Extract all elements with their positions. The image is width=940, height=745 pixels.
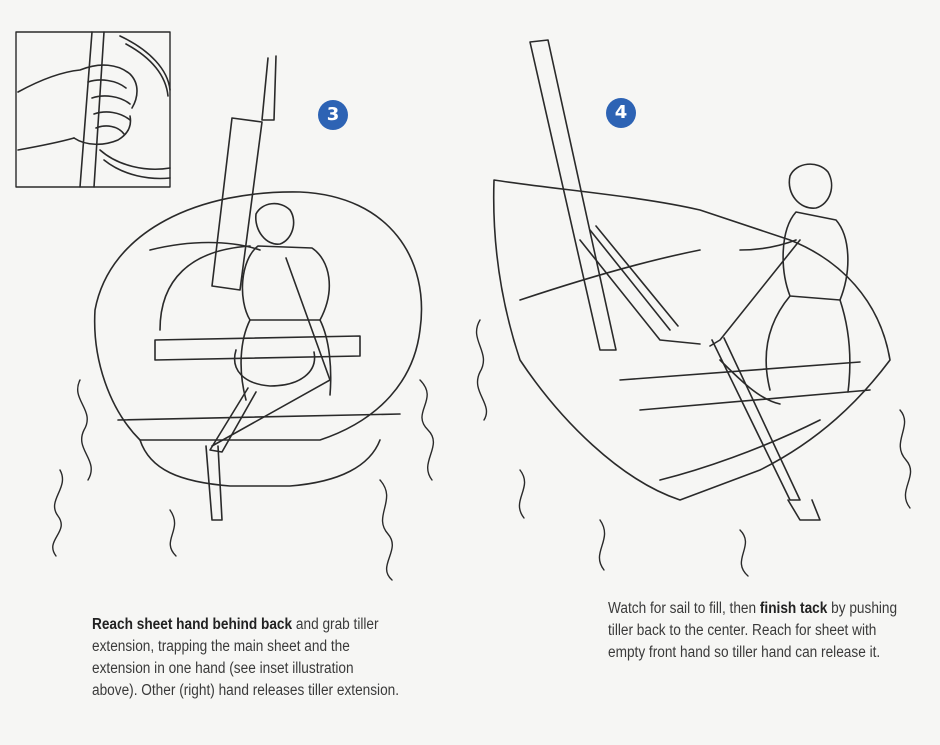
boat-illustration-3 xyxy=(93,55,423,521)
water-ripples xyxy=(52,319,912,581)
step-badge-3: 3 xyxy=(318,100,348,130)
step-4-caption: Watch for sail to fill, then finish tack… xyxy=(608,598,898,664)
boat-illustration-4 xyxy=(492,39,891,521)
step-3-caption: Reach sheet hand behind back and grab ti… xyxy=(92,614,400,702)
step-4-caption-pre: Watch for sail to fill, then xyxy=(608,600,760,617)
step-3-caption-rest: and grab tiller extension, trapping the … xyxy=(92,616,400,699)
inset-hand-illustration xyxy=(15,31,171,188)
step-badge-4: 4 xyxy=(606,98,636,128)
step-3-caption-bold: Reach sheet hand behind back xyxy=(92,616,293,633)
step-4-caption-post: by pushing tiller back to the center. Re… xyxy=(608,600,898,661)
step-4-caption-bold: finish tack xyxy=(759,600,828,617)
